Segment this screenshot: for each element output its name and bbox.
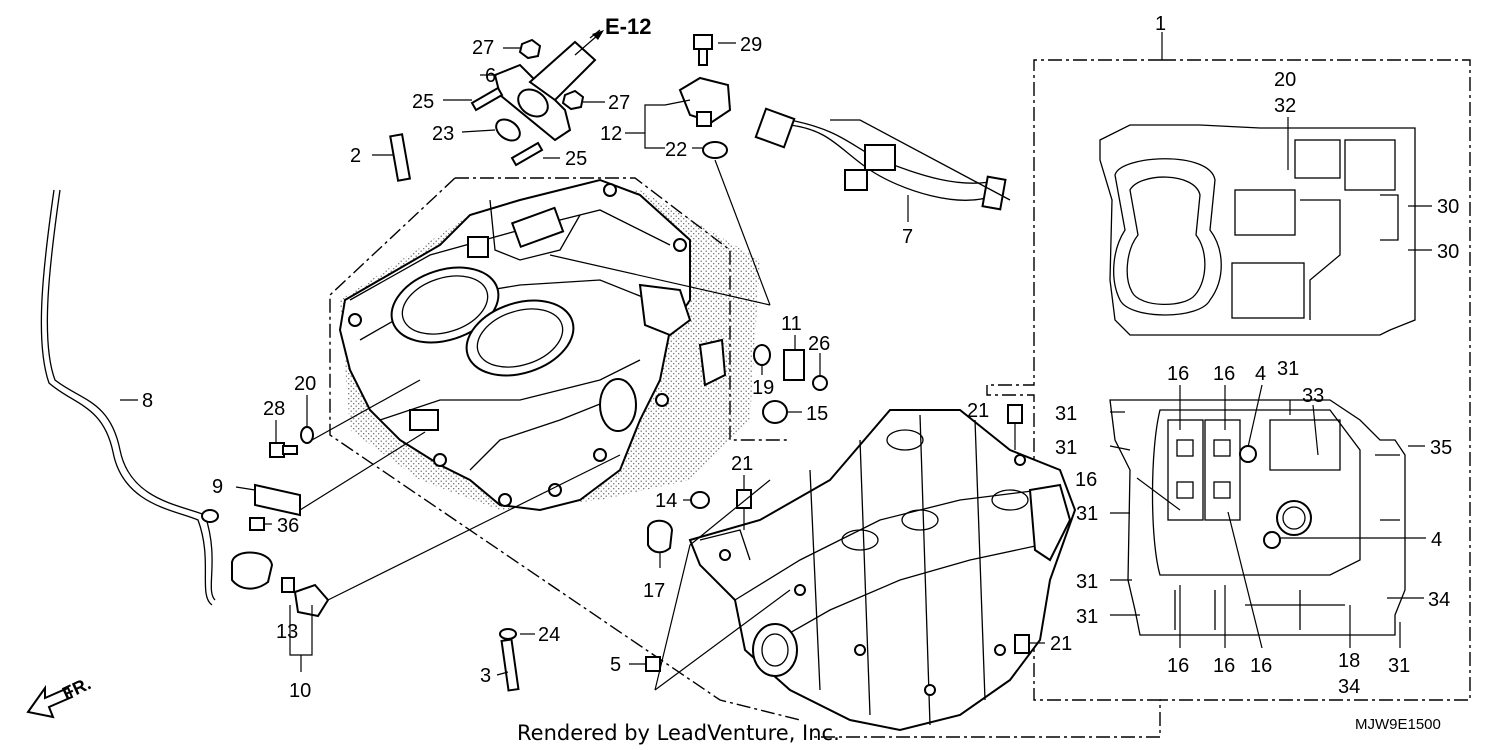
credit-text: Rendered by LeadVenture, Inc. — [517, 721, 840, 745]
callout: 16 — [1213, 655, 1235, 677]
callout: 7 — [902, 226, 913, 248]
callout: 20 — [294, 373, 316, 395]
callout: 31 — [1055, 437, 1077, 459]
callout: 16 — [1075, 469, 1097, 491]
callout: 32 — [1274, 95, 1296, 117]
lower-gasket — [1109, 399, 1406, 636]
lower-crankcase — [688, 409, 1077, 732]
callout: 16 — [1167, 655, 1189, 677]
callout: 15 — [806, 403, 828, 425]
callout: 30 — [1437, 196, 1459, 218]
callout: 12 — [600, 123, 622, 145]
callout: 24 — [538, 624, 560, 646]
callout: 14 — [655, 490, 677, 512]
callout: 22 — [665, 139, 687, 161]
callout: 31 — [1277, 358, 1299, 380]
front-direction-arrow-icon — [26, 684, 74, 719]
callout: 31 — [1076, 571, 1098, 593]
diagram-code: MJW9E1500 — [1355, 716, 1441, 733]
callout: 1 — [1155, 13, 1166, 35]
callout: 31 — [1388, 655, 1410, 677]
leader-lines — [120, 29, 1432, 691]
callout: 13 — [276, 621, 298, 643]
callout: 17 — [643, 580, 665, 602]
reference-arrow — [574, 30, 604, 56]
callout: 31 — [1076, 503, 1098, 525]
callout: 2 — [350, 145, 361, 167]
callout: 27 — [608, 92, 630, 114]
callout: 30 — [1437, 241, 1459, 263]
callout: 36 — [277, 515, 299, 537]
callout: 21 — [731, 453, 753, 475]
reference-e12: E-12 — [605, 14, 651, 39]
upper-crankcase — [338, 178, 760, 512]
callout: 11 — [781, 313, 802, 335]
callout: 23 — [432, 123, 454, 145]
assembly-outline-1 — [810, 59, 1471, 738]
callout: 16 — [1213, 363, 1235, 385]
callout: 25 — [565, 148, 587, 170]
callout: 31 — [1076, 606, 1098, 628]
callout: 34 — [1428, 589, 1450, 611]
callout: 16 — [1250, 655, 1272, 677]
callout: 21 — [1050, 633, 1072, 655]
callout: 31 — [1055, 403, 1077, 425]
callout: 29 — [740, 34, 762, 56]
callout: 21 — [967, 400, 989, 422]
callout: 28 — [263, 398, 285, 420]
upper-gasket — [1099, 124, 1416, 336]
callout-labels: 1 20 32 30 30 27 6 27 25 23 25 2 29 12 2… — [142, 13, 1459, 702]
callout: 5 — [610, 654, 621, 676]
callout: 35 — [1430, 437, 1452, 459]
callout: 20 — [1274, 69, 1296, 91]
callout: 9 — [212, 476, 223, 498]
callout: 3 — [480, 665, 491, 687]
callout: 27 — [472, 37, 494, 59]
callout: 26 — [808, 333, 830, 355]
callout: 19 — [752, 377, 774, 399]
callout: 4 — [1431, 529, 1442, 551]
callout: 6 — [485, 65, 496, 87]
callout: 8 — [142, 390, 153, 412]
hardware — [40, 34, 1030, 692]
callout: 25 — [412, 91, 434, 113]
callout: 18 — [1338, 650, 1360, 672]
callout: 34 — [1338, 676, 1360, 698]
callout: 33 — [1302, 385, 1324, 407]
callout: 16 — [1167, 363, 1189, 385]
callout: 4 — [1255, 363, 1266, 385]
callout: 10 — [289, 680, 311, 702]
assembly-outline-upper-case — [329, 177, 801, 721]
